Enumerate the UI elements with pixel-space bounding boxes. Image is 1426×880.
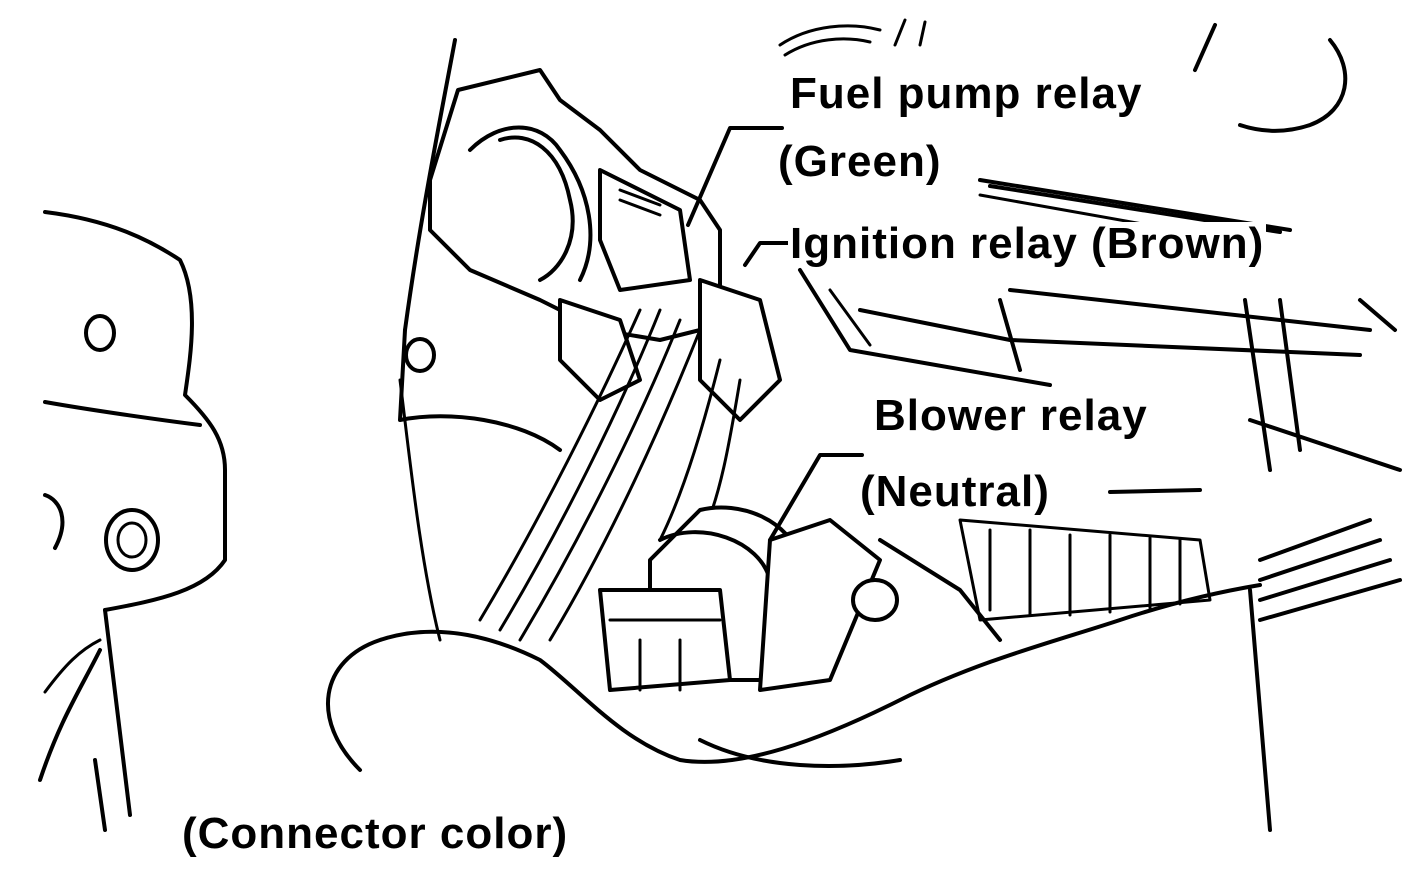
lower-relay xyxy=(598,505,1002,692)
connector-color-label: (Connector color) xyxy=(180,809,571,858)
leader-ignition xyxy=(743,241,792,267)
leader-fuel-pump xyxy=(686,126,784,227)
upper-relay-cluster xyxy=(398,68,782,452)
fuel-pump-relay-color-label: (Green) xyxy=(776,137,944,186)
leader-blower xyxy=(768,453,864,542)
dashboard-panel xyxy=(798,178,1402,472)
ignition-relay-label: Ignition relay (Brown) xyxy=(788,219,1267,268)
lower-cover xyxy=(325,378,1262,772)
blower-relay-color-label: (Neutral) xyxy=(858,467,1052,516)
lower-right-connectors xyxy=(958,518,1402,832)
fuel-pump-relay-label: Fuel pump relay xyxy=(788,69,1145,118)
left-bracket xyxy=(38,210,227,832)
blower-relay-label: Blower relay xyxy=(872,391,1150,440)
wire-harness xyxy=(478,308,742,642)
